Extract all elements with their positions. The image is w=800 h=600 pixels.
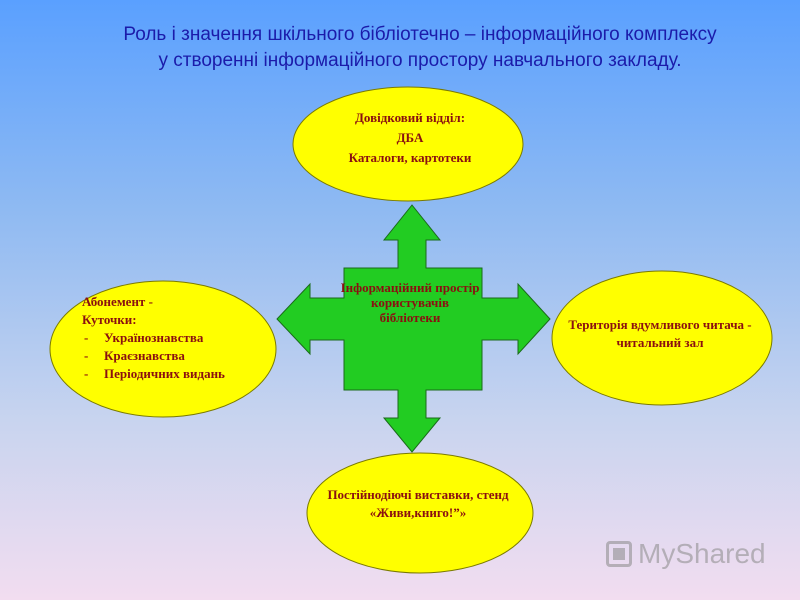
left-node-list-item: Українознавства [82,329,262,347]
top-node-line-1: Довідковий відділ: [354,110,466,125]
four-way-arrow [276,204,551,453]
left-node-list-item: Періодичних видань [82,365,262,383]
top-node-line-3: Каталоги, картотеки [348,150,472,165]
top-node-text: Довідковий відділ: ДБА Каталоги, картоте… [300,108,520,168]
left-node-list: Українознавства Краєзнавства Періодичних… [82,329,262,383]
bottom-node-text: Постійнодіючі виставки, стенд «Живи,книг… [327,487,509,520]
watermark-text: MyShared [638,538,766,569]
presentation-icon [606,541,632,567]
title-line-2: у створенні інформаційного простору навч… [158,50,682,71]
left-node-line-2: Куточки: [82,312,137,327]
oval-bottom [306,452,534,574]
center-label: Інформаційний простір користувачів біблі… [340,280,480,325]
left-node-line-1: Абонемент - [82,294,153,309]
left-node-list-item: Краєзнавства [82,347,262,365]
slide-title: Роль і значення шкільного бібліотечно – … [60,22,780,74]
title-line-1: Роль і значення шкільного бібліотечно – … [123,24,717,45]
left-node-text: Абонемент - Куточки: Українознавства Кра… [82,293,262,383]
top-node-line-2: ДБА [396,130,424,145]
watermark: MyShared [606,536,766,572]
oval-right [551,270,773,406]
right-node-text: Територія вдумливого читача - читальний … [568,317,752,350]
oval-top [292,86,524,202]
